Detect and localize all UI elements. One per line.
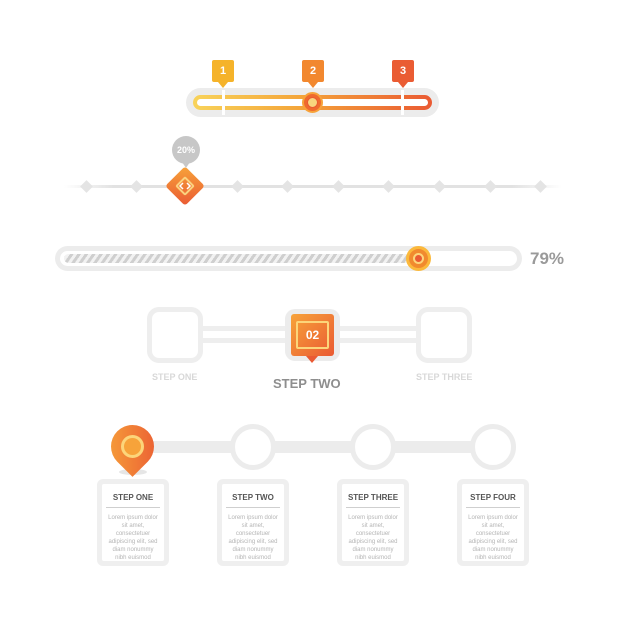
- step-connector-inner: [333, 331, 421, 338]
- progress-knob-center: [413, 253, 425, 264]
- progress-percent-label: 79%: [530, 249, 565, 268]
- diamond-stop[interactable]: [484, 180, 497, 193]
- step-two-label: STEP TWO: [273, 376, 341, 391]
- step-two-pointer: [306, 356, 318, 363]
- marker-pointer: [398, 82, 408, 88]
- percent-tooltip-text: 20%: [176, 145, 195, 155]
- step-two-badge-text: 02: [305, 328, 320, 342]
- marker-label: 3: [399, 65, 407, 77]
- slider-tick: [401, 90, 404, 115]
- percent-tooltip: 20%: [172, 136, 200, 164]
- diamond-stop[interactable]: [382, 180, 395, 193]
- slider-marker-2[interactable]: 2: [302, 60, 324, 82]
- step-card-divider: [346, 507, 400, 508]
- diamond-stop[interactable]: [130, 180, 143, 193]
- step-card-title: STEP THREE: [347, 493, 399, 502]
- marker-label: 2: [309, 65, 317, 77]
- step-one-box[interactable]: [147, 307, 203, 363]
- step-one-label: STEP ONE: [152, 372, 198, 382]
- slider-knob-center: [307, 97, 318, 108]
- location-pin-center: [121, 435, 144, 458]
- step-card-divider: [106, 507, 160, 508]
- step-card-title: STEP TWO: [232, 493, 274, 502]
- step-two-badge: 02: [296, 321, 329, 349]
- slider-marker-1[interactable]: 1: [212, 60, 234, 82]
- progress-knob[interactable]: [406, 246, 432, 271]
- progress-fill: [64, 254, 419, 263]
- diamond-stop[interactable]: [433, 180, 446, 193]
- timeline-node-4[interactable]: [470, 424, 516, 470]
- step-card-title: STEP ONE: [112, 493, 154, 502]
- timeline-node-2[interactable]: [230, 424, 276, 470]
- arrows-icon: [178, 182, 192, 190]
- slider-marker-3[interactable]: 3: [392, 60, 414, 82]
- diamond-track: [64, 185, 562, 188]
- step-card-divider: [226, 507, 280, 508]
- marker-label: 1: [219, 65, 227, 77]
- marker-pointer: [308, 82, 318, 88]
- step-card-divider: [466, 507, 520, 508]
- step-three-label: STEP THREE: [416, 372, 473, 382]
- diamond-stop[interactable]: [534, 180, 547, 193]
- diamond-stop[interactable]: [80, 180, 93, 193]
- step-card-title: STEP FOUR: [470, 493, 516, 502]
- diamond-stop[interactable]: [281, 180, 294, 193]
- diamond-stop[interactable]: [231, 180, 244, 193]
- timeline-node-3[interactable]: [350, 424, 396, 470]
- timeline-line: [118, 441, 513, 453]
- percent-tooltip-pointer: [182, 162, 190, 168]
- diamond-stop[interactable]: [332, 180, 345, 193]
- step-three-box[interactable]: [416, 307, 472, 363]
- slider-tick: [222, 90, 225, 115]
- step-connector-inner: [197, 331, 293, 338]
- marker-pointer: [218, 82, 228, 88]
